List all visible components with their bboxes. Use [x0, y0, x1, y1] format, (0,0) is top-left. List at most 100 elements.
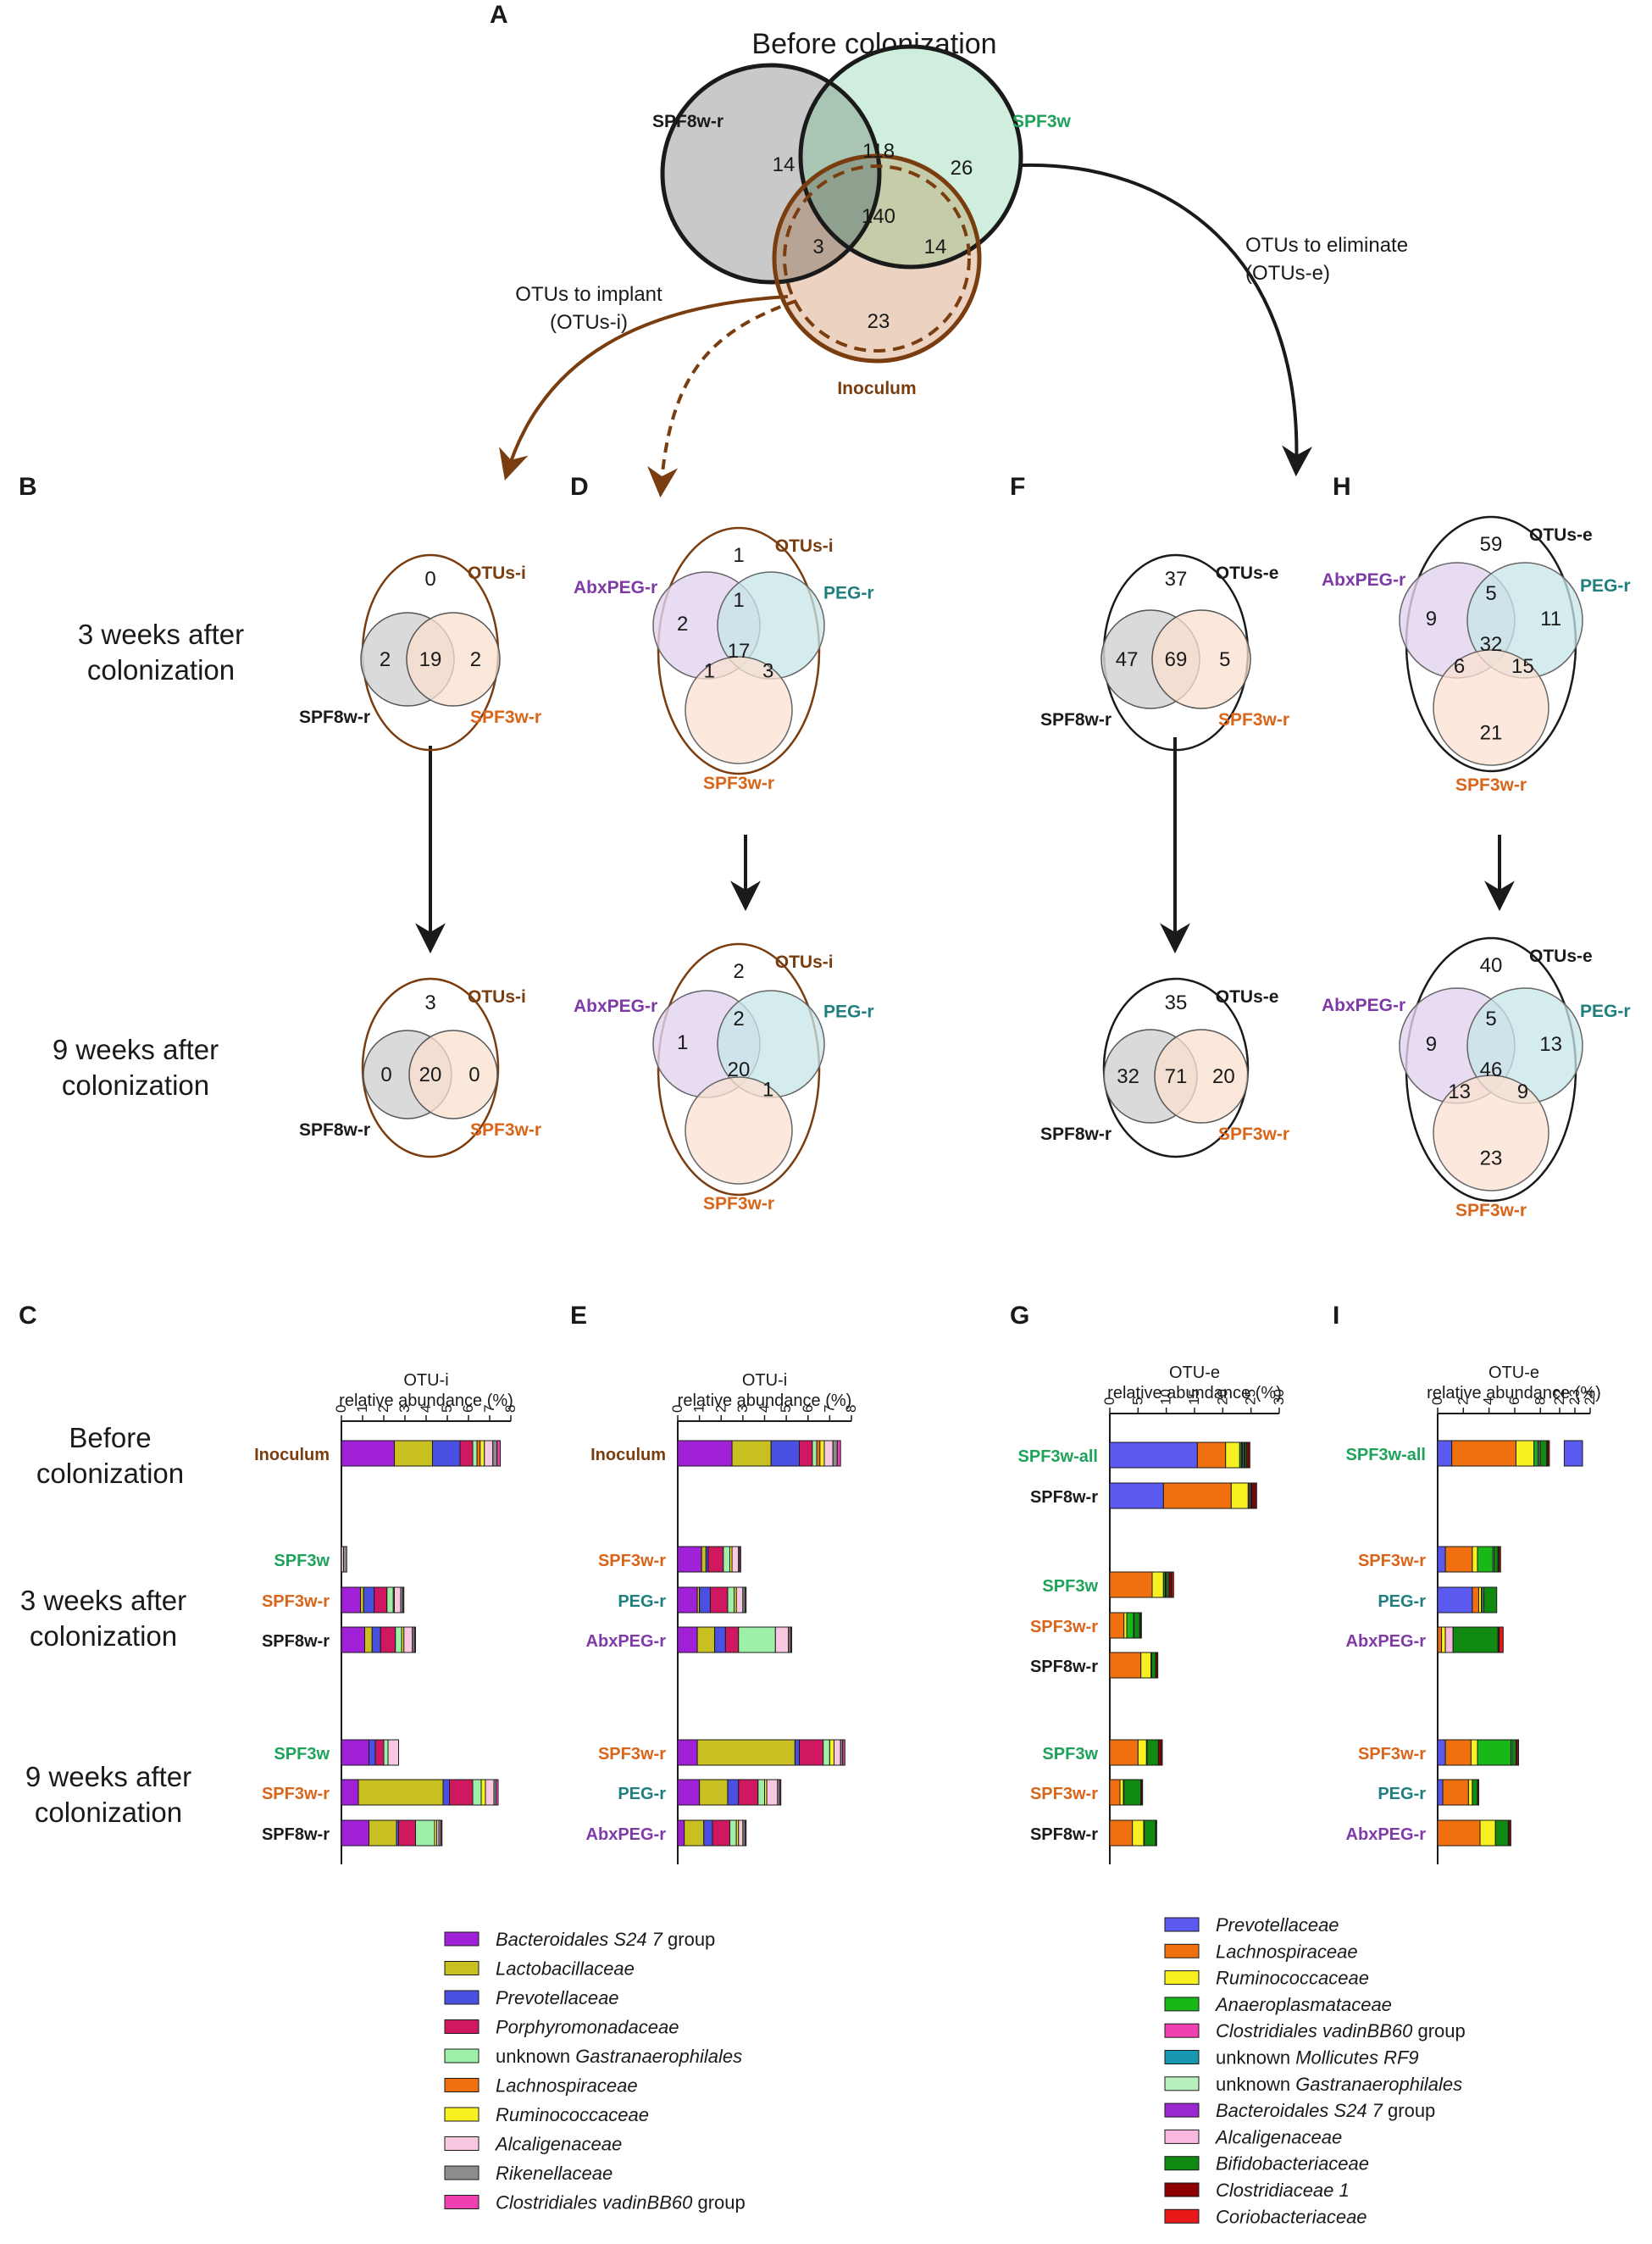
svg-text:colonization: colonization [87, 654, 235, 686]
bar-segment [677, 1779, 701, 1806]
legend-label: Ruminococcaceae [1216, 1968, 1369, 1989]
bar-segment [415, 1819, 435, 1847]
bar-segment [1126, 1612, 1134, 1639]
bar-segment [1109, 1482, 1164, 1509]
bar-segment [1437, 1779, 1444, 1806]
legend-label: Clostridiales vadinBB60 group [1216, 2020, 1466, 2041]
legend-swatch [1164, 2129, 1200, 2144]
bar-segment [398, 1819, 416, 1847]
chart-tick-label: 0 [1101, 1397, 1117, 1405]
venn-count: 32 [1117, 1065, 1139, 1088]
bar-segment [677, 1546, 702, 1573]
bar-segment [1134, 1612, 1140, 1639]
legend-label: Bifidobacteriaceae [1216, 2153, 1369, 2175]
svg-text:3 weeks after: 3 weeks after [78, 619, 244, 650]
bar-segment [413, 1626, 416, 1653]
venn3-count: 11 [1540, 608, 1561, 630]
svg-text:9 weeks after: 9 weeks after [53, 1034, 219, 1065]
bar-segment [358, 1779, 444, 1806]
chart-row-label: SPF8w-r [1030, 1658, 1098, 1676]
venn-count: 19 [419, 648, 442, 671]
bar-segment [1225, 1441, 1240, 1469]
bar-segment [735, 1586, 744, 1614]
chart-tick-label: 5 [778, 1405, 794, 1413]
bar-segment [779, 1779, 782, 1806]
chart-tick-label: 23 [1566, 1389, 1583, 1405]
bar-segment [1479, 1819, 1496, 1847]
venn3-outer-label: OTUs-i [775, 536, 834, 556]
chart-row-label: SPF3w-r [598, 1745, 666, 1764]
bar-segment [727, 1586, 735, 1614]
venn-outer-label: OTUs-i [468, 987, 526, 1007]
legend-swatch [444, 2107, 480, 2122]
bar-segment [480, 1440, 485, 1467]
chart-tick-label: 22 [1551, 1389, 1567, 1405]
chart-row-label: AbxPEG-r [1346, 1632, 1427, 1651]
bar-segment [1499, 1626, 1504, 1653]
legend-label: Lachnospiraceae [496, 2075, 638, 2097]
venn3-count: 9 [1517, 1080, 1528, 1103]
bar-segment [1109, 1571, 1153, 1598]
venn-left-label: SPF8w-r [1040, 710, 1111, 730]
bar-segment [1144, 1819, 1156, 1847]
bar-segment [1146, 1739, 1159, 1766]
venn-a-label-spf8wr: SPF8w-r [652, 112, 723, 131]
venn-a-count: 14 [773, 153, 796, 176]
chart-row-label: SPF3w-r [1358, 1745, 1426, 1764]
row-label-9weeks-bars: 9 weeks after colonization [25, 1761, 191, 1828]
chart-tick-label: 25 [1243, 1389, 1259, 1405]
venn3-count: 21 [1480, 721, 1503, 744]
chart-row-label: SPF3w-all [1018, 1447, 1098, 1466]
bar-segment [699, 1586, 711, 1614]
row-label-3weeks: 3 weeks after colonization [78, 619, 244, 686]
venn3-circle-spf3wr [1433, 1075, 1549, 1191]
legend-swatch [1164, 2208, 1200, 2224]
venn3-circle-spf3wr [685, 1076, 793, 1185]
panel-letter-h: H [1333, 473, 1351, 501]
bar-segment [1467, 1779, 1473, 1806]
legend-label: unknown Gastranaerophilales [496, 2046, 742, 2067]
bar-segment [472, 1779, 482, 1806]
bar-segment [484, 1440, 494, 1467]
venn-count: 5 [1219, 648, 1230, 671]
legend-swatch [444, 2195, 480, 2209]
bar-segment [364, 1626, 373, 1653]
row-arrows [415, 737, 1515, 954]
chart-tick-label: 8 [502, 1405, 518, 1413]
venn-count: 0 [468, 1064, 480, 1086]
venn-right-circle [1151, 609, 1251, 709]
bar-segment [1437, 1819, 1481, 1847]
venn-count: 2 [470, 648, 481, 671]
legend-swatch [444, 2048, 480, 2063]
bar-segment [1539, 1440, 1548, 1467]
bar-segment [696, 1739, 796, 1766]
chart-tick-label: 15 [1186, 1389, 1202, 1405]
venn-outer-label: OTUs-i [468, 564, 526, 583]
legend-swatch [1164, 2156, 1200, 2171]
bar-segment [432, 1440, 461, 1467]
legend-swatch [444, 1931, 480, 1947]
venn-right-circle [406, 612, 501, 707]
bar-segment [731, 1546, 740, 1573]
bar-segment [1515, 1440, 1535, 1467]
bar-segment-break [1563, 1440, 1583, 1467]
legend-swatch [1164, 1970, 1200, 1986]
legend-label: Prevotellaceae [1216, 1914, 1339, 1936]
bar-segment [1230, 1482, 1249, 1509]
venn-right-label: SPF3w-r [1218, 1125, 1289, 1144]
venn3-label-spf3wr: SPF3w-r [1455, 1201, 1527, 1220]
venn3-outer-label: OTUs-e [1529, 947, 1593, 966]
chart-row-label: AbxPEG-r [1346, 1825, 1427, 1844]
bar-segment [709, 1586, 729, 1614]
bar-segment [816, 1440, 821, 1467]
chart-tick-label: 2 [1455, 1397, 1471, 1405]
chart-tick-label: 24 [1582, 1389, 1598, 1405]
bar-segment [1437, 1546, 1446, 1573]
venn3-count: 9 [1426, 608, 1437, 630]
venn-right-label: SPF3w-r [1218, 710, 1289, 730]
bar-segment [1132, 1819, 1145, 1847]
chart-tick-label: 8 [843, 1405, 859, 1413]
venn3-count: 1 [704, 660, 715, 683]
